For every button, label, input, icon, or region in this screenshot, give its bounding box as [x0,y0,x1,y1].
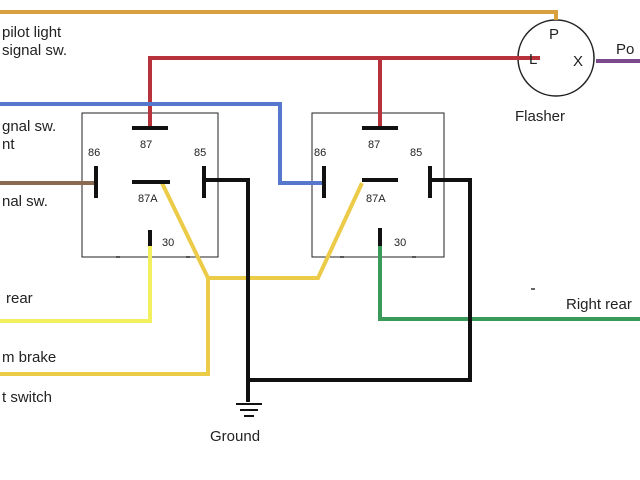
label-right-rear: Right rear [566,296,632,313]
brake-switch-wire [0,182,364,376]
label-gnal-sw: gnal sw. [2,118,56,135]
relay-right-pin-86: 86 [314,147,326,159]
flasher-pin-l: L [529,51,537,68]
right-rear-wire [378,246,640,321]
label-pilot-light: pilot light [2,24,62,41]
relay-left-pin-30: 30 [162,237,174,249]
flasher-pin-x: X [573,53,583,70]
relay-left-pin-85: 85 [194,147,206,159]
flasher-l-wire [148,56,540,128]
ground-wire [206,178,472,402]
ground-symbol-icon [236,403,262,417]
relay-right-pin-85: 85 [410,147,422,159]
label-left-rear: rear [6,290,33,307]
label-brake: m brake [2,349,56,366]
relay-left-pin-87: 87 [140,139,152,151]
relay-right-pin-30: 30 [394,237,406,249]
label-signal-sw-top: signal sw. [2,42,67,59]
pilot-light-wire [0,10,558,20]
label-ground: Ground [210,428,260,445]
label-switch: t switch [2,389,52,406]
relay-left-pin-86: 86 [88,147,100,159]
flasher-pin-p: P [549,26,559,43]
signal-sw-right-wire [0,102,322,185]
relay-right-pin-87a: 87A [366,193,386,205]
label-nt: nt [2,136,15,153]
relay-left-pin-87a: 87A [138,193,158,205]
label-power: Po [616,41,634,58]
relay-right-pin-87: 87 [368,139,380,151]
left-rear-wire [0,243,152,323]
label-flasher: Flasher [515,108,565,125]
label-nal-sw: nal sw. [2,193,48,210]
